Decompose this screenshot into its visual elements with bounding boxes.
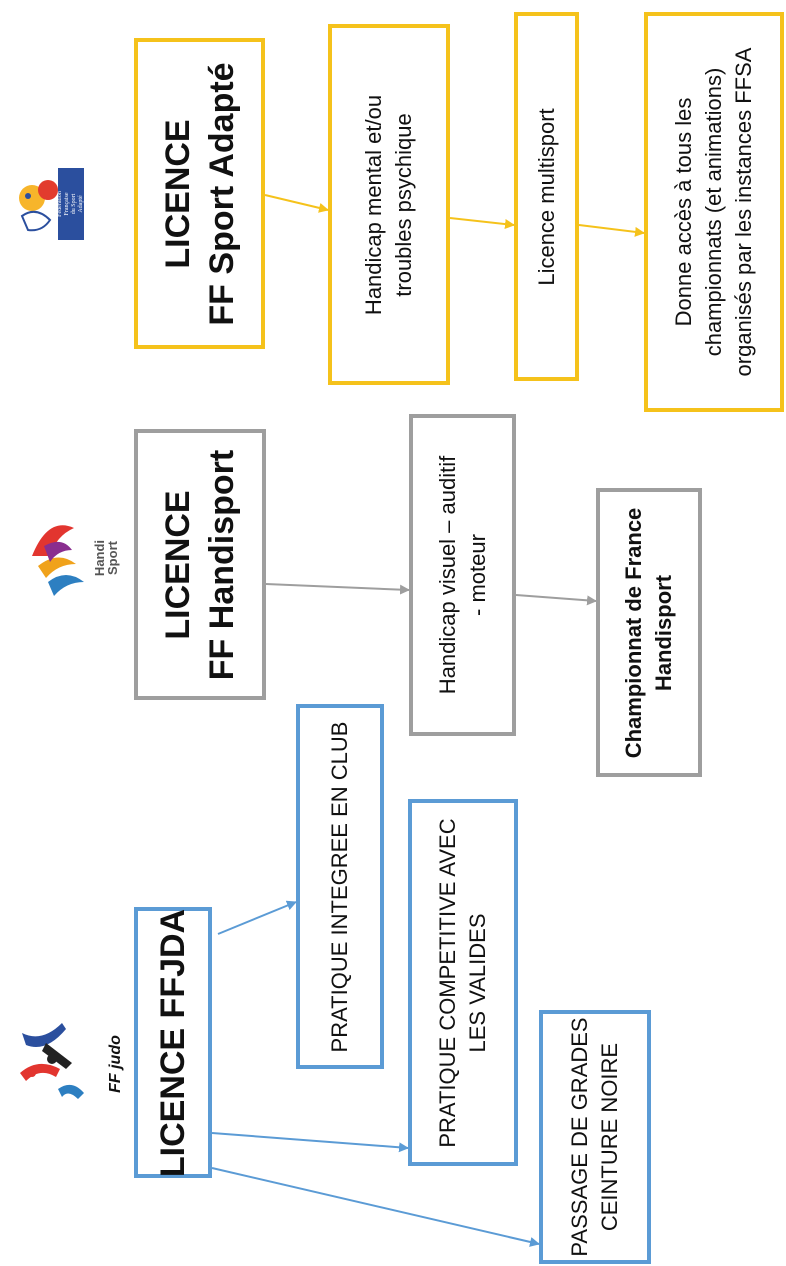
- ffsa-access-line-2: championnats (et animations): [701, 67, 726, 357]
- handisport-licence-box: LICENCE FF Handisport: [134, 429, 266, 700]
- ffjda-grades-line-1: PASSAGE DE GRADES: [567, 1017, 592, 1257]
- arrow-ffjda-to-club: [217, 900, 297, 935]
- ffsa-multisport-text: Licence multisport: [533, 107, 559, 286]
- ffjda-licence-text: LICENCE FFJDA: [154, 908, 192, 1177]
- ffjda-club-text: PRATIQUE INTEGREE EN CLUB: [327, 721, 352, 1052]
- handisport-logo: Handi Sport: [18, 506, 130, 610]
- ffjudo-logo: FF judo: [2, 1003, 132, 1125]
- ffjda-licence-box: LICENCE FFJDA: [134, 907, 212, 1178]
- handisport-championship-box: Championnat de France Handisport: [596, 488, 702, 777]
- handisport-championship-line-1: Championnat de France: [621, 507, 646, 758]
- arrow-ffjda-to-competitive: [211, 1132, 409, 1153]
- handisport-championship-line-2: Handisport: [651, 574, 676, 691]
- handisport-handicap-line-1: Handicap visuel – auditif: [434, 455, 460, 695]
- ffjda-club-box: PRATIQUE INTEGREE EN CLUB: [296, 704, 384, 1069]
- ffsa-logo: Fédération Française du Sport Adapté: [14, 168, 84, 240]
- ffjda-competitive-line-1: PRATIQUE COMPETITIVE AVEC: [435, 817, 460, 1148]
- ffsa-multisport-box: Licence multisport: [514, 12, 579, 381]
- ffjda-grades-line-2: CEINTURE NOIRE: [597, 1042, 622, 1232]
- ffsa-access-line-1: Donne accès à tous les: [671, 97, 696, 327]
- ffjudo-logo-graphic: [20, 1023, 84, 1099]
- arrow-handisport-handicap-to-championship: [515, 594, 597, 606]
- arrow-ffsa-licence-to-handicap: [264, 194, 329, 213]
- ffjudo-logo-text: FF judo: [107, 1035, 124, 1093]
- ffsa-handicap-line-1: Handicap mental et/ou: [361, 94, 386, 315]
- handisport-logo-word-2: Sport: [105, 541, 120, 575]
- ffjda-competitive-box: PRATIQUE COMPETITIVE AVEC LES VALIDES: [408, 799, 518, 1166]
- ffsa-logo-line-4: Adapté: [78, 195, 84, 213]
- arrow-ffsa-handicap-to-multisport: [449, 217, 515, 229]
- ffsa-handicap-line-2: troubles psychique: [391, 112, 416, 297]
- ffsa-access-line-3: organisés par les instances FFSA: [731, 47, 756, 377]
- arrow-ffjda-to-grades: [211, 1167, 540, 1247]
- ffsa-access-box: Donne accès à tous les championnats (et …: [644, 12, 784, 412]
- ffsa-logo-line-2: Française: [64, 192, 70, 216]
- ffsa-handicap-box: Handicap mental et/ou troubles psychique: [328, 24, 450, 385]
- ffsa-licence-line-2: FF Sport Adapté: [202, 61, 241, 326]
- ffsa-licence-line-1: LICENCE: [158, 118, 197, 269]
- ffsa-licence-box: LICENCE FF Sport Adapté: [134, 38, 265, 349]
- ffsa-logo-line-1: Fédération: [57, 191, 63, 217]
- ffjda-competitive-line-2: LES VALIDES: [465, 913, 490, 1052]
- handisport-licence-line-2: FF Handisport: [203, 449, 241, 680]
- ffsa-logo-line-3: du Sport: [71, 193, 77, 215]
- handisport-handicap-line-2: - moteur: [464, 534, 490, 616]
- handisport-logo-graphic: [32, 525, 84, 596]
- arrow-handisport-licence-to-handicap: [265, 583, 410, 595]
- ffsa-logo-graphic: [19, 168, 84, 240]
- arrow-ffsa-multisport-to-access: [578, 224, 645, 237]
- handisport-licence-line-1: LICENCE: [159, 489, 197, 640]
- handisport-handicap-box: Handicap visuel – auditif - moteur: [409, 414, 516, 736]
- ffjda-grades-box: PASSAGE DE GRADES CEINTURE NOIRE: [539, 1010, 651, 1264]
